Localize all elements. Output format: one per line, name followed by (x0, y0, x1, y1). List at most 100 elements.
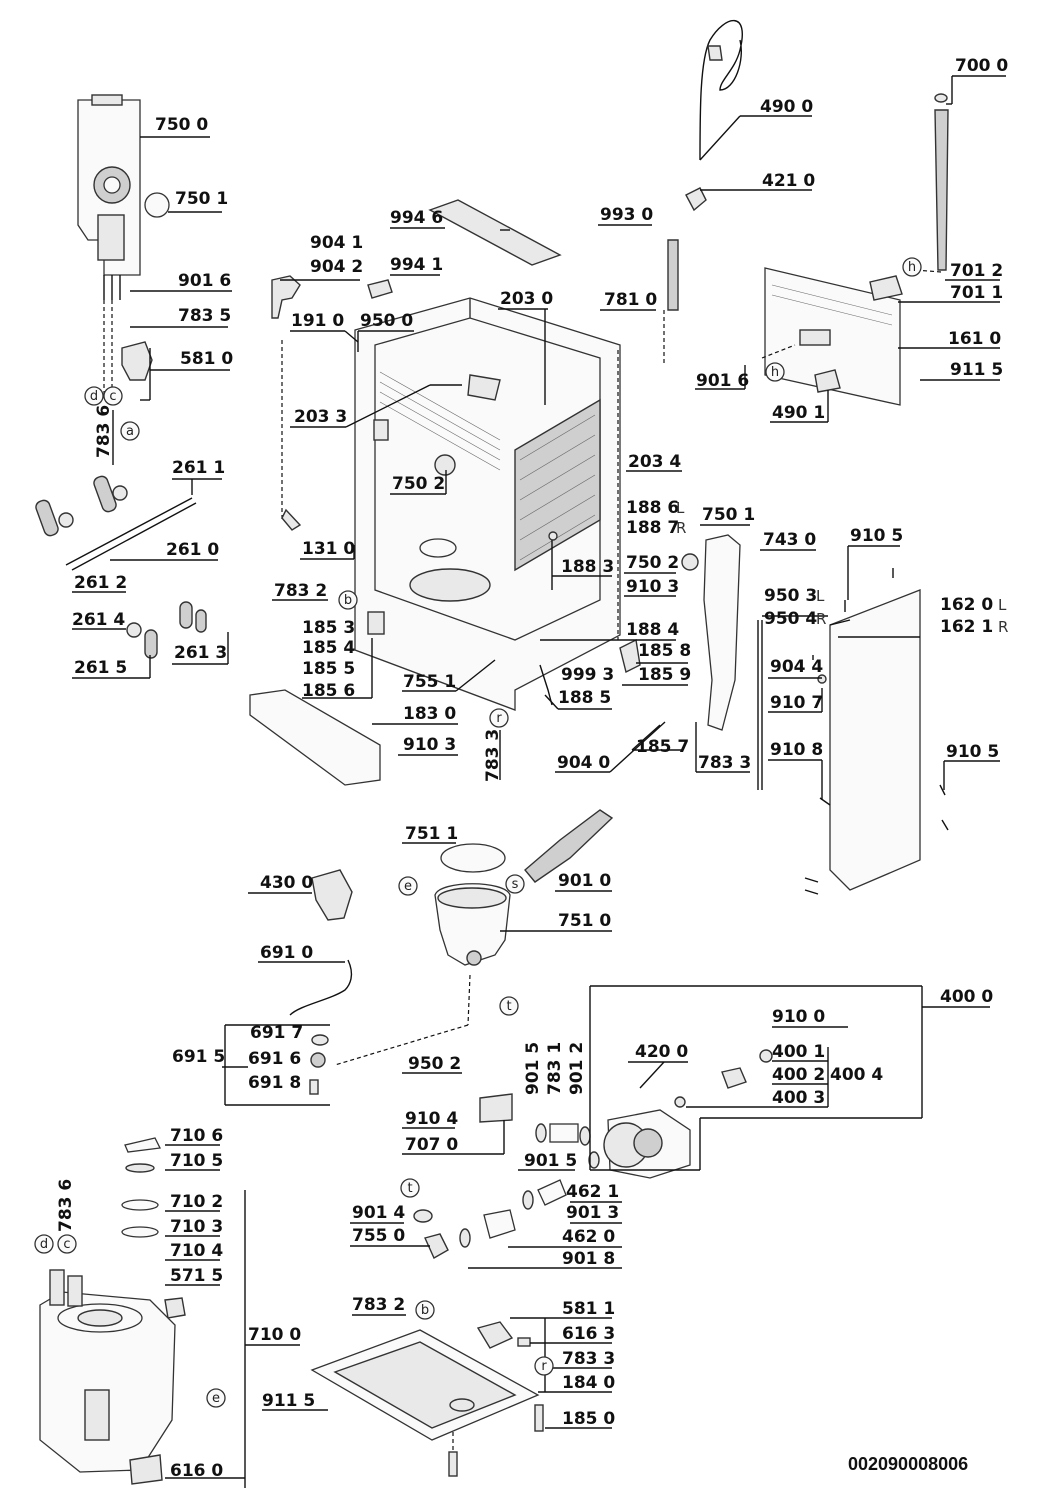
part-label: 901 0 (558, 871, 611, 891)
part-label: 430 0 (260, 873, 313, 893)
side-mark: L (676, 499, 685, 517)
callout-a: a (120, 421, 140, 441)
part-label: 904 0 (557, 753, 610, 773)
part-label: 700 0 (955, 56, 1008, 76)
part-label: 188 6 (626, 498, 679, 518)
part-label: 185 6 (302, 681, 355, 701)
svg-text:t: t (407, 1181, 412, 1196)
part-label: 911 5 (262, 1391, 315, 1411)
side-mark: L (998, 596, 1007, 614)
part-label: 707 0 (405, 1135, 458, 1155)
svg-text:r: r (496, 711, 502, 726)
part-label: 901 5 (523, 1042, 543, 1095)
part-label: 999 3 (561, 665, 614, 685)
callout-h-low: h (765, 362, 785, 382)
part-label: 188 5 (558, 688, 611, 708)
part-label: 400 0 (940, 987, 993, 1007)
part-label: 261 5 (74, 658, 127, 678)
part-label: 261 3 (174, 643, 227, 663)
part-label: 185 8 (638, 641, 691, 661)
svg-text:d: d (90, 389, 98, 404)
part-label: 185 7 (636, 737, 689, 757)
part-label: 184 0 (562, 1373, 615, 1393)
part-label: 188 7 (626, 518, 679, 538)
part-label: 783 3 (562, 1349, 615, 1369)
part-label: 781 0 (604, 290, 657, 310)
part-label: 701 2 (950, 261, 1003, 281)
svg-text:s: s (512, 877, 519, 892)
svg-text:e: e (404, 879, 412, 894)
part-label: 462 1 (566, 1182, 619, 1202)
part-label: 911 5 (950, 360, 1003, 380)
part-drawings (35, 19, 949, 1485)
part-label: 191 0 (291, 311, 344, 331)
callout-e-mid: e (398, 876, 418, 896)
part-label: 581 0 (180, 349, 233, 369)
svg-text:e: e (212, 1391, 220, 1406)
part-label: 421 0 (762, 171, 815, 191)
callout-e-low: e (206, 1388, 226, 1408)
part-label: 904 4 (770, 657, 823, 677)
part-label: 188 3 (561, 557, 614, 577)
callout-s: s (505, 874, 525, 894)
part-label: 710 2 (170, 1192, 223, 1212)
part-label: 901 2 (567, 1042, 587, 1095)
part-label: 910 3 (626, 577, 679, 597)
callout-d-low: d (34, 1234, 54, 1254)
callout-b-low: b (415, 1300, 435, 1320)
callout-d-top: d (84, 386, 104, 406)
callout-circles: a c d b r h h e s t t d c e b r (34, 257, 922, 1408)
part-label: 901 6 (696, 371, 749, 391)
part-label: 571 5 (170, 1266, 223, 1286)
part-label: 185 3 (302, 618, 355, 638)
callout-h-top: h (902, 257, 922, 277)
part-label: 783 2 (274, 581, 327, 601)
part-label: 161 0 (948, 329, 1001, 349)
callout-r-mid: r (489, 708, 509, 728)
svg-text:h: h (908, 260, 916, 275)
part-label: 901 8 (562, 1249, 615, 1269)
part-label: 783 3 (483, 729, 503, 782)
part-label: 188 4 (626, 620, 679, 640)
side-mark: R (676, 519, 686, 537)
part-label: 462 0 (562, 1227, 615, 1247)
part-label: 616 3 (562, 1324, 615, 1344)
part-label: 750 0 (155, 115, 208, 135)
part-label: 691 5 (172, 1047, 225, 1067)
part-label: 751 0 (558, 911, 611, 931)
part-label: 203 3 (294, 407, 347, 427)
part-label: 490 1 (772, 403, 825, 423)
part-label: 185 9 (638, 665, 691, 685)
part-label: 910 0 (772, 1007, 825, 1027)
part-label: 581 1 (562, 1299, 615, 1319)
part-label: 755 1 (403, 672, 456, 692)
part-label: 783 2 (352, 1295, 405, 1315)
part-label: 490 0 (760, 97, 813, 117)
part-label: 400 4 (830, 1065, 883, 1085)
part-label: 950 4 (764, 609, 817, 629)
callout-t-low: t (400, 1178, 420, 1198)
side-mark: L (816, 587, 825, 605)
svg-text:h: h (771, 365, 779, 380)
callout-c-low: c (57, 1234, 77, 1254)
part-label: 400 3 (772, 1088, 825, 1108)
part-label: 910 5 (850, 526, 903, 546)
part-label: 691 8 (248, 1073, 301, 1093)
part-label: 901 4 (352, 1203, 405, 1223)
part-label: 183 0 (403, 704, 456, 724)
part-label: 616 0 (170, 1461, 223, 1481)
part-label: 691 7 (250, 1023, 303, 1043)
side-mark: R (816, 610, 826, 628)
document-id: 002090008006 (848, 1454, 968, 1474)
part-label: 910 8 (770, 740, 823, 760)
svg-text:c: c (63, 1237, 70, 1252)
part-label: 994 1 (390, 255, 443, 275)
part-label: 755 0 (352, 1226, 405, 1246)
part-label: 750 1 (702, 505, 755, 525)
part-label: 750 1 (175, 189, 228, 209)
part-label: 261 0 (166, 540, 219, 560)
part-label: 710 4 (170, 1241, 223, 1261)
part-label: 710 0 (248, 1325, 301, 1345)
part-label: 950 3 (764, 586, 817, 606)
